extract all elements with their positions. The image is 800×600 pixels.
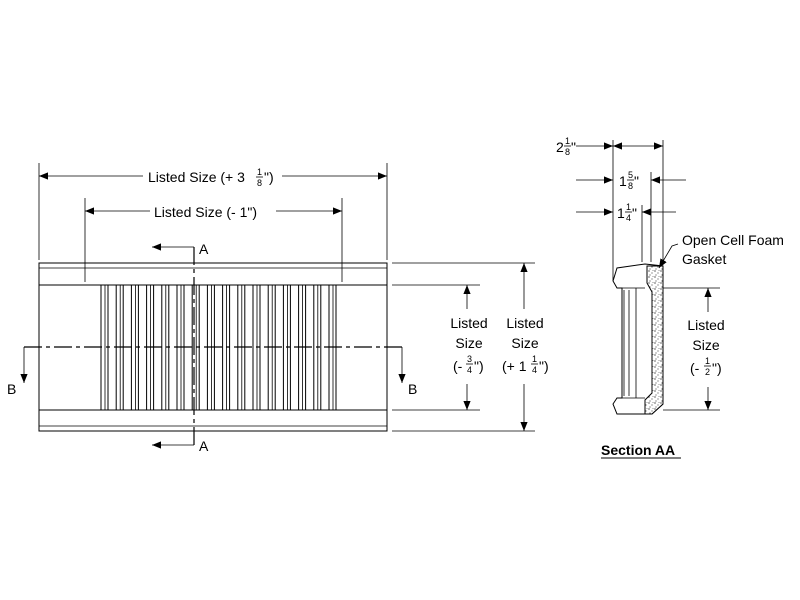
depth-total-unit: " [571, 139, 576, 155]
depth-small-num: 1 [626, 202, 631, 212]
outer-height-den: 4 [532, 365, 537, 375]
section-view: 2 1 8 " 1 5 8 " 1 1 4 " Open Cell Foam [556, 136, 784, 459]
outer-height-num: 1 [532, 354, 537, 364]
depth-small-unit: " [632, 205, 637, 221]
depth-small-whole: 1 [617, 205, 625, 221]
inner-height-post: ") [474, 358, 484, 374]
depth-mid-num: 5 [628, 170, 633, 180]
depth-small-den: 4 [626, 213, 631, 223]
gasket-label-line1: Open Cell Foam [682, 232, 784, 248]
outer-height-line1: Listed [506, 315, 543, 331]
inner-width-label: Listed Size (- 1") [154, 204, 257, 220]
section-label-a-top: A [199, 241, 209, 257]
depth-total-whole: 2 [556, 139, 564, 155]
depth-total-den: 8 [565, 147, 570, 157]
depth-total-num: 1 [565, 136, 570, 146]
depth-mid-den: 8 [628, 181, 633, 191]
section-label-a-bottom: A [199, 438, 209, 454]
depth-mid-whole: 1 [619, 173, 627, 189]
section-height-post: ") [712, 360, 722, 376]
section-label-b-left: B [7, 381, 16, 397]
outer-height-pre: (+ 1 [502, 358, 527, 374]
inner-height-num: 3 [467, 354, 472, 364]
gasket-label-line2: Gasket [682, 251, 726, 267]
section-title: Section AA [601, 442, 675, 458]
section-height-line2: Size [692, 337, 719, 353]
outer-width-close: ") [264, 169, 274, 185]
outer-height-post: ") [539, 358, 549, 374]
foam-gasket [644, 265, 664, 415]
section-height-den: 2 [705, 367, 710, 377]
outer-width-frac-den: 8 [257, 178, 262, 188]
section-height-line1: Listed [687, 317, 724, 333]
outer-width-frac-num: 1 [257, 167, 262, 177]
section-height-pre: (- [690, 360, 700, 376]
inner-height-line1: Listed [450, 315, 487, 331]
section-height-num: 1 [705, 356, 710, 366]
inner-height-den: 4 [467, 365, 472, 375]
outer-height-line2: Size [511, 335, 538, 351]
section-label-b-right: B [408, 381, 417, 397]
depth-mid-unit: " [634, 173, 639, 189]
inner-height-line2: Size [455, 335, 482, 351]
front-view: Listed Size (+ 3 1 8 ") Listed Size (- 1… [7, 163, 549, 454]
inner-height-pre: (- [453, 358, 463, 374]
outer-width-label: Listed Size (+ 3 [148, 169, 245, 185]
